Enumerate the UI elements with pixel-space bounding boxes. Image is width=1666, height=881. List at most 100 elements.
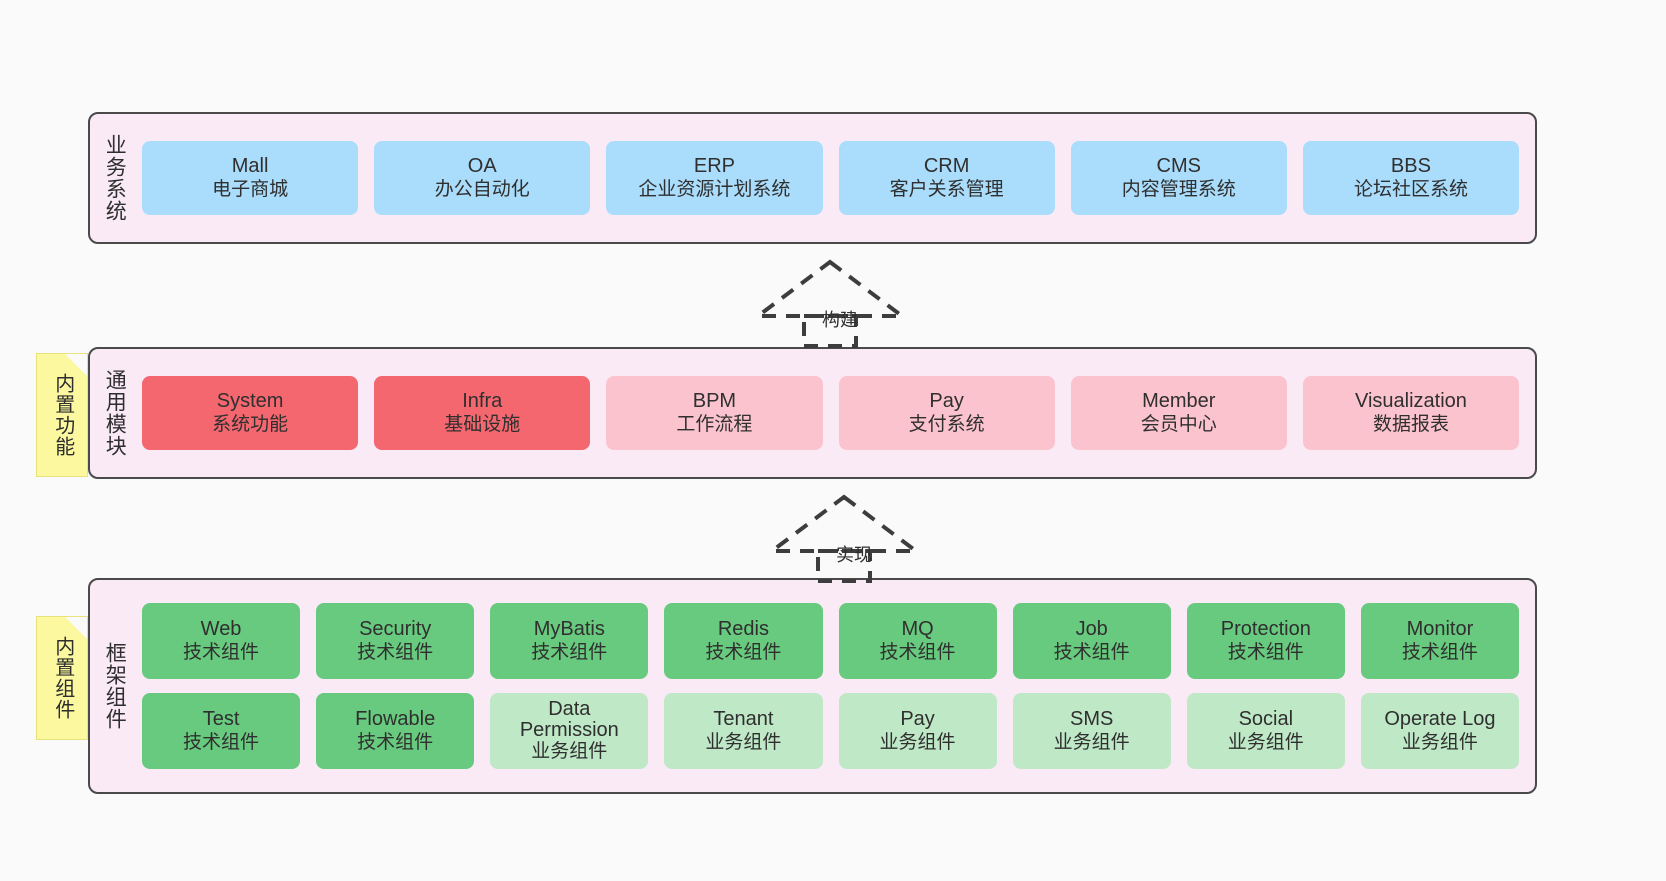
node-bpm[interactable]: BPM 工作流程 bbox=[606, 376, 823, 450]
node-redis[interactable]: Redis 技术组件 bbox=[664, 603, 823, 679]
node-monitor-title: Monitor bbox=[1406, 618, 1474, 640]
node-crm-title: CRM bbox=[923, 155, 970, 177]
node-erp[interactable]: ERP 企业资源计划系统 bbox=[606, 141, 823, 215]
layer-body-business-system: Mall 电子商城 OA 办公自动化 ERP 企业资源计划系统 CRM 客户关系… bbox=[138, 114, 1535, 242]
node-visualization-title: Visualization bbox=[1354, 390, 1467, 412]
node-test[interactable]: Test 技术组件 bbox=[142, 693, 301, 769]
node-protection[interactable]: Protection 技术组件 bbox=[1186, 603, 1345, 679]
arrow-implement-stem bbox=[816, 549, 872, 583]
node-operate-log[interactable]: Operate Log 业务组件 bbox=[1360, 693, 1519, 769]
node-mybatis-title: MyBatis bbox=[533, 618, 605, 640]
node-mq-subtitle: 技术组件 bbox=[879, 641, 956, 663]
node-visualization-subtitle: 数据报表 bbox=[1372, 413, 1449, 435]
node-mall[interactable]: Mall 电子商城 bbox=[142, 141, 359, 215]
note-builtin-function: 内置功能 bbox=[36, 353, 88, 477]
node-pay-module[interactable]: Pay 支付系统 bbox=[838, 376, 1055, 450]
node-member-title: Member bbox=[1142, 390, 1216, 412]
node-job-title: Job bbox=[1075, 618, 1108, 640]
node-pay-component[interactable]: Pay 业务组件 bbox=[838, 693, 997, 769]
node-flowable-title: Flowable bbox=[355, 708, 436, 730]
node-bbs[interactable]: BBS 论坛社区系统 bbox=[1302, 141, 1520, 215]
node-infra-title: Infra bbox=[462, 390, 503, 412]
node-tenant-title: Tenant bbox=[713, 708, 774, 730]
node-tenant-subtitle: 业务组件 bbox=[705, 731, 782, 753]
node-mybatis[interactable]: MyBatis 技术组件 bbox=[490, 603, 649, 679]
node-oa[interactable]: OA 办公自动化 bbox=[374, 141, 591, 215]
node-web-subtitle: 技术组件 bbox=[183, 641, 260, 663]
arrow-build-label: 构建 bbox=[822, 310, 858, 330]
node-erp-subtitle: 企业资源计划系统 bbox=[638, 178, 791, 200]
node-data-permission[interactable]: Data Permission 业务组件 bbox=[490, 693, 649, 769]
node-infra[interactable]: Infra 基础设施 bbox=[374, 376, 591, 450]
node-infra-subtitle: 基础设施 bbox=[444, 413, 521, 435]
node-pay-component-subtitle: 业务组件 bbox=[879, 731, 956, 753]
layer-title-common-module: 通用模块 bbox=[103, 369, 127, 457]
arrow-build: 构建 bbox=[752, 256, 908, 348]
node-crm[interactable]: CRM 客户关系管理 bbox=[838, 141, 1055, 215]
node-cms[interactable]: CMS 内容管理系统 bbox=[1070, 141, 1287, 215]
node-mq[interactable]: MQ 技术组件 bbox=[838, 603, 997, 679]
node-bbs-subtitle: 论坛社区系统 bbox=[1353, 178, 1468, 200]
node-security-title: Security bbox=[359, 618, 432, 640]
layer-title-framework-component: 框架组件 bbox=[103, 642, 127, 730]
node-data-permission-subtitle: 业务组件 bbox=[531, 740, 608, 762]
node-job[interactable]: Job 技术组件 bbox=[1012, 603, 1171, 679]
arrow-implement-label: 实现 bbox=[836, 545, 872, 565]
row-common-module: System 系统功能 Infra 基础设施 BPM 工作流程 Pay 支付系统… bbox=[142, 376, 1520, 450]
layer-business-system: 业务系统 Mall 电子商城 OA 办公自动化 ERP 企业资源计划系统 CRM… bbox=[88, 112, 1537, 244]
row-business-system: Mall 电子商城 OA 办公自动化 ERP 企业资源计划系统 CRM 客户关系… bbox=[142, 141, 1520, 215]
node-visualization[interactable]: Visualization 数据报表 bbox=[1302, 376, 1520, 450]
node-social-subtitle: 业务组件 bbox=[1227, 731, 1304, 753]
node-bbs-title: BBS bbox=[1390, 155, 1431, 177]
node-member[interactable]: Member 会员中心 bbox=[1070, 376, 1287, 450]
arrow-build-stem bbox=[802, 314, 858, 348]
layer-title-business-system: 业务系统 bbox=[103, 134, 127, 222]
node-flowable[interactable]: Flowable 技术组件 bbox=[316, 693, 475, 769]
node-erp-title: ERP bbox=[693, 155, 735, 177]
row-tech-components: Web 技术组件 Security 技术组件 MyBatis 技术组件 Redi… bbox=[142, 603, 1519, 679]
node-bpm-title: BPM bbox=[692, 390, 737, 412]
node-security[interactable]: Security 技术组件 bbox=[316, 603, 475, 679]
node-monitor[interactable]: Monitor 技术组件 bbox=[1360, 603, 1519, 679]
node-sms-title: SMS bbox=[1070, 708, 1114, 730]
node-oa-title: OA bbox=[467, 155, 497, 177]
node-pay-module-title: Pay bbox=[929, 390, 964, 412]
node-mq-title: MQ bbox=[901, 618, 934, 640]
node-member-subtitle: 会员中心 bbox=[1140, 413, 1217, 435]
node-cms-subtitle: 内容管理系统 bbox=[1121, 178, 1236, 200]
layer-body-framework-component: Web 技术组件 Security 技术组件 MyBatis 技术组件 Redi… bbox=[138, 580, 1535, 792]
node-redis-title: Redis bbox=[717, 618, 769, 640]
node-mall-title: Mall bbox=[231, 155, 269, 177]
node-bpm-subtitle: 工作流程 bbox=[676, 413, 753, 435]
node-mall-subtitle: 电子商城 bbox=[212, 178, 289, 200]
node-crm-subtitle: 客户关系管理 bbox=[889, 178, 1004, 200]
node-operate-log-subtitle: 业务组件 bbox=[1401, 731, 1478, 753]
layer-body-common-module: System 系统功能 Infra 基础设施 BPM 工作流程 Pay 支付系统… bbox=[138, 349, 1535, 477]
node-redis-subtitle: 技术组件 bbox=[705, 641, 782, 663]
node-monitor-subtitle: 技术组件 bbox=[1401, 641, 1478, 663]
layer-common-module: 通用模块 System 系统功能 Infra 基础设施 BPM 工作流程 Pay… bbox=[88, 347, 1537, 479]
row-business-components: Test 技术组件 Flowable 技术组件 Data Permission … bbox=[142, 693, 1519, 769]
node-flowable-subtitle: 技术组件 bbox=[357, 731, 434, 753]
node-social[interactable]: Social 业务组件 bbox=[1186, 693, 1345, 769]
node-system[interactable]: System 系统功能 bbox=[142, 376, 359, 450]
node-oa-subtitle: 办公自动化 bbox=[434, 178, 530, 200]
node-web[interactable]: Web 技术组件 bbox=[142, 603, 301, 679]
node-test-title: Test bbox=[202, 708, 240, 730]
node-sms-subtitle: 业务组件 bbox=[1053, 731, 1130, 753]
node-data-permission-title: Data Permission bbox=[519, 697, 619, 741]
node-test-subtitle: 技术组件 bbox=[183, 731, 260, 753]
node-social-title: Social bbox=[1238, 708, 1294, 730]
note-builtin-component: 内置组件 bbox=[36, 616, 88, 740]
node-security-subtitle: 技术组件 bbox=[357, 641, 434, 663]
node-system-title: System bbox=[216, 390, 284, 412]
node-pay-module-subtitle: 支付系统 bbox=[908, 413, 985, 435]
arrow-implement: 实现 bbox=[766, 491, 922, 583]
node-job-subtitle: 技术组件 bbox=[1053, 641, 1130, 663]
node-cms-title: CMS bbox=[1156, 155, 1201, 177]
layer-framework-component: 框架组件 Web 技术组件 Security 技术组件 MyBatis 技术组件… bbox=[88, 578, 1537, 794]
node-operate-log-title: Operate Log bbox=[1384, 708, 1496, 730]
node-pay-component-title: Pay bbox=[900, 708, 935, 730]
node-tenant[interactable]: Tenant 业务组件 bbox=[664, 693, 823, 769]
node-sms[interactable]: SMS 业务组件 bbox=[1012, 693, 1171, 769]
